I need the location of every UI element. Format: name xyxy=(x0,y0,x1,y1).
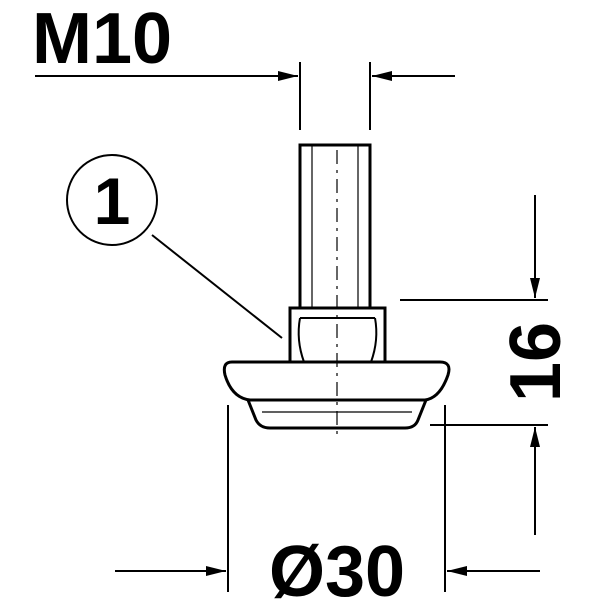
diameter-label: Ø30 xyxy=(269,532,405,600)
height-dimension: 16 xyxy=(400,195,576,535)
item-callout: 1 xyxy=(66,154,283,339)
threaded-stem xyxy=(298,143,372,440)
diameter-dimension: Ø30 xyxy=(115,405,540,600)
thread-size-label: M10 xyxy=(32,0,172,79)
thread-dimension xyxy=(35,62,455,130)
item-number: 1 xyxy=(94,164,131,238)
height-label: 16 xyxy=(496,322,576,402)
glide-base xyxy=(222,360,451,430)
leader-line xyxy=(151,234,283,339)
